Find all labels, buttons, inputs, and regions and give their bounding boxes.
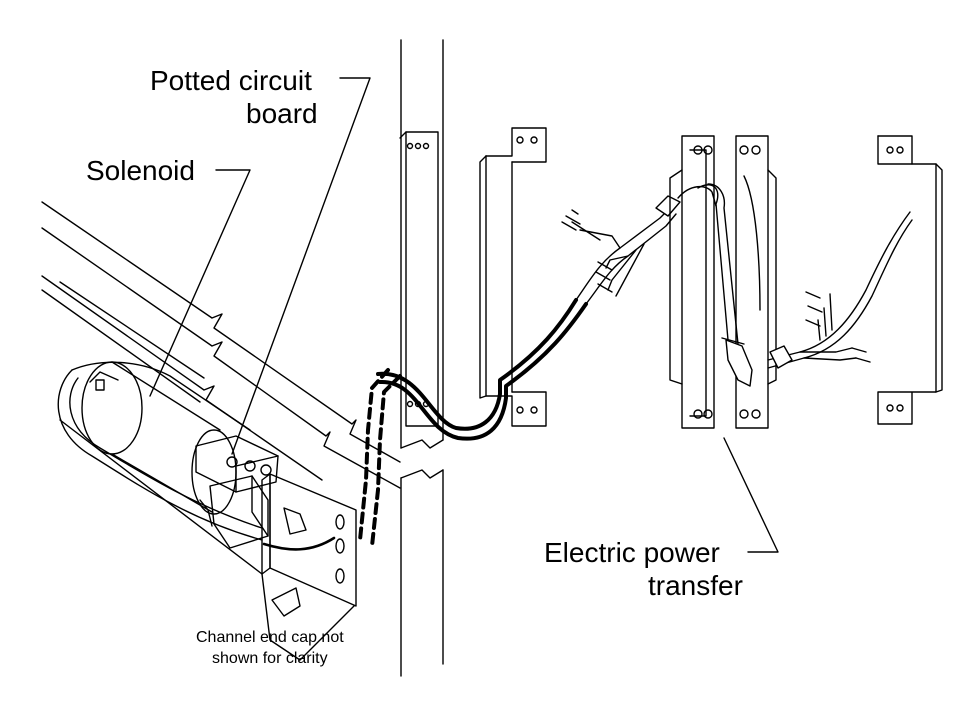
transfer-box-left (479, 127, 547, 427)
main-cable (376, 298, 588, 441)
note-end-cap: Channel end cap not shown for clarity (196, 628, 344, 670)
solenoid (81, 361, 237, 527)
power-transfer-plate-a (669, 135, 715, 429)
note-line2: shown for clarity (212, 649, 328, 667)
device-wire (262, 368, 402, 551)
door-frame (400, 39, 444, 677)
leader-power-transfer (723, 437, 779, 553)
wire-harness-center (561, 185, 717, 305)
wire-harness-right (767, 211, 913, 369)
flexible-conduit (697, 183, 753, 387)
power-transfer-plate-b (735, 135, 777, 429)
leader-solenoid (149, 169, 251, 397)
transfer-box-right (877, 135, 943, 425)
label-potted-circuit-board: Potted circuit board (150, 64, 318, 130)
label-power-line1: Electric power (544, 537, 720, 568)
note-line1: Channel end cap not (196, 629, 344, 646)
callout-leaders (149, 77, 779, 553)
device-channel (41, 201, 401, 661)
label-potted-line2: board (246, 98, 318, 130)
potted-circuit-board (195, 435, 307, 549)
solenoid-housing (57, 361, 263, 541)
leader-potted-board (231, 77, 371, 455)
label-potted-line1: Potted circuit (150, 65, 312, 96)
label-solenoid: Solenoid (86, 155, 195, 186)
label-electric-power-transfer: Electric power transfer (544, 536, 743, 602)
label-power-line2: transfer (648, 570, 743, 602)
